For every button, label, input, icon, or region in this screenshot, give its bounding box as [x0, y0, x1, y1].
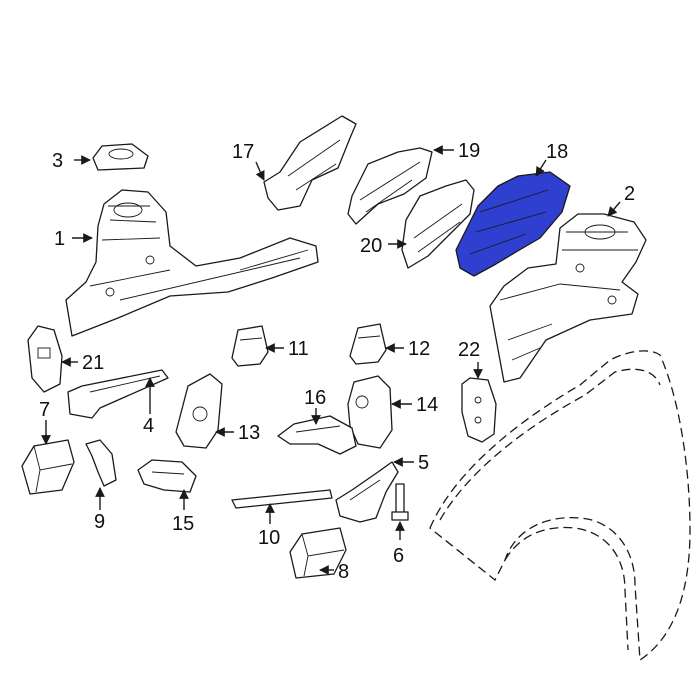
- part-3-strut-mount: [92, 143, 149, 171]
- part-8-crush-can: [289, 527, 347, 579]
- callout-15: 15: [172, 513, 194, 535]
- part-2-frame-rail: [489, 213, 647, 383]
- callout-2: 2: [624, 183, 635, 205]
- callout-7: 7: [39, 399, 50, 421]
- part-5-bracket: [335, 461, 399, 523]
- part-7-crush-can: [21, 439, 75, 495]
- callout-9: 9: [94, 511, 105, 533]
- part-20-panel: [401, 179, 475, 269]
- callout-18: 18: [546, 141, 568, 163]
- part-13-bracket: [175, 373, 223, 449]
- part-15-bracket: [137, 459, 197, 493]
- part-1-frame-rail: [65, 189, 319, 337]
- callout-19: 19: [458, 140, 480, 162]
- callout-13: 13: [238, 422, 260, 444]
- callout-numbers: 3 1 2 4 5 6 7 8 9 10 11 12 13 14 15 16 1…: [39, 140, 635, 583]
- callout-17: 17: [232, 141, 254, 163]
- part-6-bolt: [391, 483, 409, 521]
- part-22-plate: [461, 377, 497, 443]
- callout-20: 20: [360, 235, 382, 257]
- part-21-plate: [27, 325, 63, 393]
- part-11-bracket: [231, 325, 269, 367]
- part-16-bracket: [277, 415, 357, 455]
- fender-outline: [429, 350, 691, 662]
- part-9-bracket: [85, 439, 117, 487]
- part-4-bar: [67, 369, 169, 419]
- callout-4: 4: [143, 415, 154, 437]
- callout-12: 12: [408, 338, 430, 360]
- callout-22: 22: [458, 339, 480, 361]
- callout-5: 5: [418, 452, 429, 474]
- callout-3: 3: [52, 150, 63, 172]
- callout-layer: [41, 145, 621, 575]
- callout-6: 6: [393, 545, 404, 567]
- callout-11: 11: [288, 338, 309, 360]
- callout-14: 14: [416, 394, 438, 416]
- part-19-panel: [347, 147, 433, 225]
- callout-8: 8: [338, 561, 349, 583]
- part-18-wheelhouse-highlighted: [455, 171, 571, 277]
- part-10-strip: [231, 489, 333, 509]
- callout-1: 1: [54, 228, 65, 250]
- callout-10: 10: [258, 527, 280, 549]
- callout-21: 21: [82, 352, 104, 374]
- part-12-bracket: [349, 323, 387, 365]
- part-17-bracket: [263, 115, 357, 211]
- callout-16: 16: [304, 387, 326, 409]
